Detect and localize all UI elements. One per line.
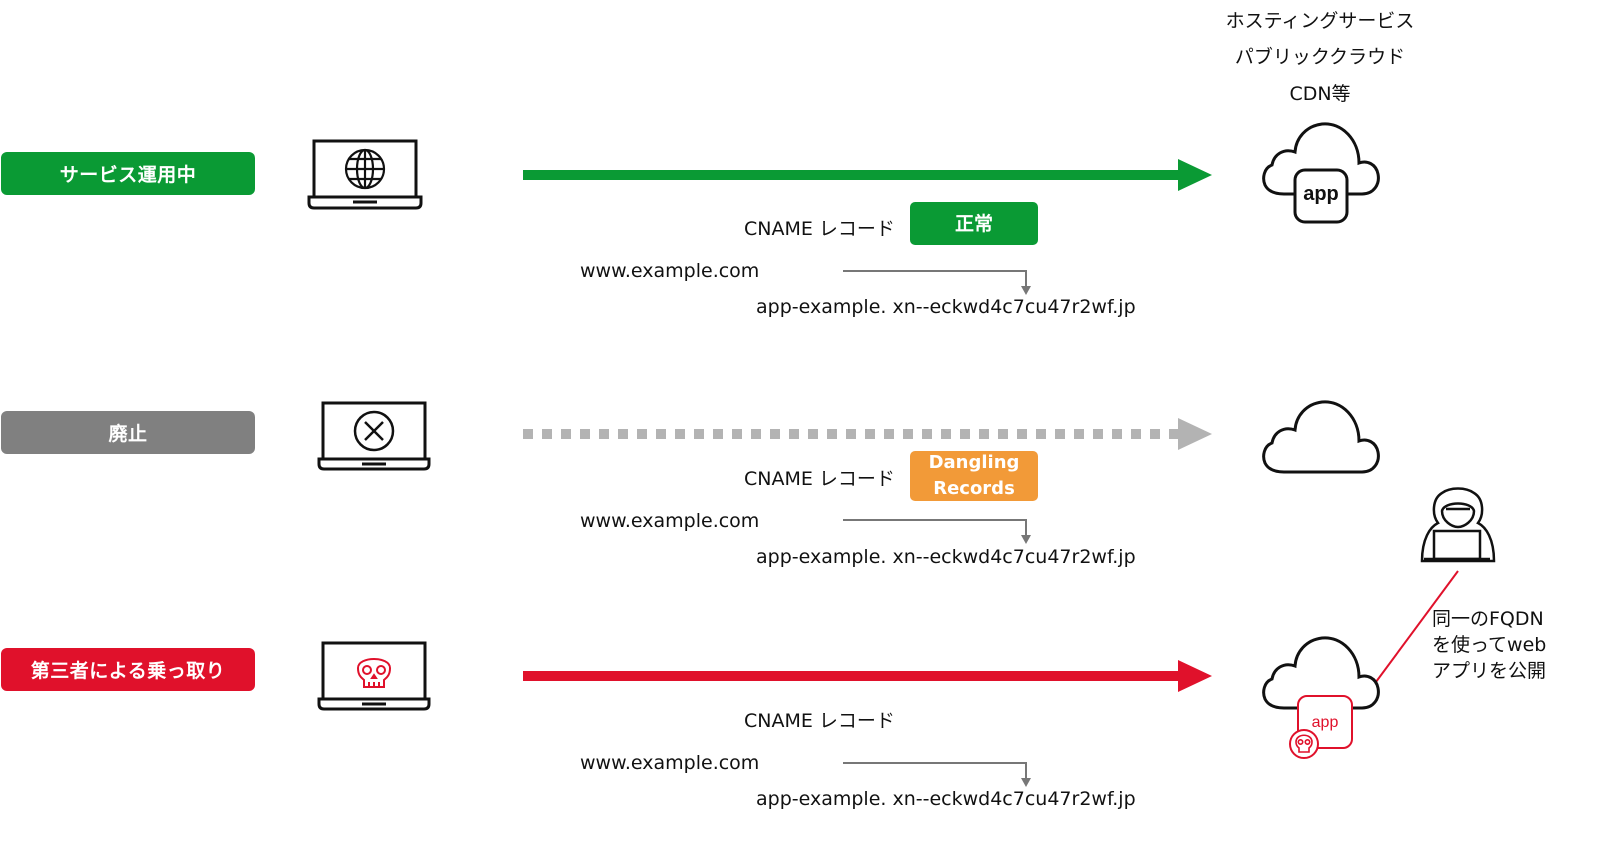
arrow-operating xyxy=(523,159,1212,191)
arrow-takeover xyxy=(523,660,1212,692)
attacker-caption-line-3: アプリを公開 xyxy=(1432,660,1547,682)
attacker-caption-line-2: を使ってweb xyxy=(1432,634,1547,656)
status-badge-normal: 正常 xyxy=(910,202,1038,245)
source-domain-operating: www.example.com xyxy=(580,260,760,282)
target-domain-takeover: app-example. xn--eckwd4c7cu47r2wf.jp xyxy=(756,788,1136,810)
badge-line-1: Dangling xyxy=(928,452,1020,473)
laptop-cross-icon xyxy=(317,401,431,471)
status-badge-dangling: Dangling Records xyxy=(910,451,1038,501)
status-label-discontinued: 廃止 xyxy=(1,411,255,454)
record-label-operating: CNAME レコード xyxy=(744,218,895,240)
cname-pointer-arrow-discontinued xyxy=(843,519,1031,544)
cname-pointer-arrow-takeover xyxy=(843,762,1031,787)
laptop-skull-icon xyxy=(317,641,431,711)
badge-line-2: Records xyxy=(933,478,1015,499)
status-label-takeover: 第三者による乗っ取り xyxy=(1,648,255,691)
hosting-label-line-3: CDN等 xyxy=(1289,83,1351,105)
record-label-takeover: CNAME レコード xyxy=(744,710,895,732)
source-domain-takeover: www.example.com xyxy=(580,752,760,774)
target-domain-discontinued: app-example. xn--eckwd4c7cu47r2wf.jp xyxy=(756,546,1136,568)
status-label-operating: サービス運用中 xyxy=(1,152,255,195)
hosting-label-line-1: ホスティングサービス xyxy=(1225,10,1415,32)
record-label-discontinued: CNAME レコード xyxy=(744,468,895,490)
hosting-label-line-2: パブリッククラウド xyxy=(1234,46,1406,68)
cloud-icon xyxy=(1262,400,1380,474)
cloud-malicious-app-icon: app xyxy=(1262,636,1380,759)
cloud-app-icon: app xyxy=(1262,122,1380,224)
attacker-caption-line-1: 同一のFQDN xyxy=(1432,608,1544,630)
cname-pointer-arrow-operating xyxy=(843,270,1031,295)
laptop-globe-icon xyxy=(307,139,423,210)
cloud-app-label-takeover: app xyxy=(1312,714,1339,731)
source-domain-discontinued: www.example.com xyxy=(580,510,760,532)
target-domain-operating: app-example. xn--eckwd4c7cu47r2wf.jp xyxy=(756,296,1136,318)
hacker-icon xyxy=(1420,487,1496,563)
cloud-app-label-operating: app xyxy=(1303,183,1339,205)
arrow-discontinued xyxy=(523,418,1212,450)
